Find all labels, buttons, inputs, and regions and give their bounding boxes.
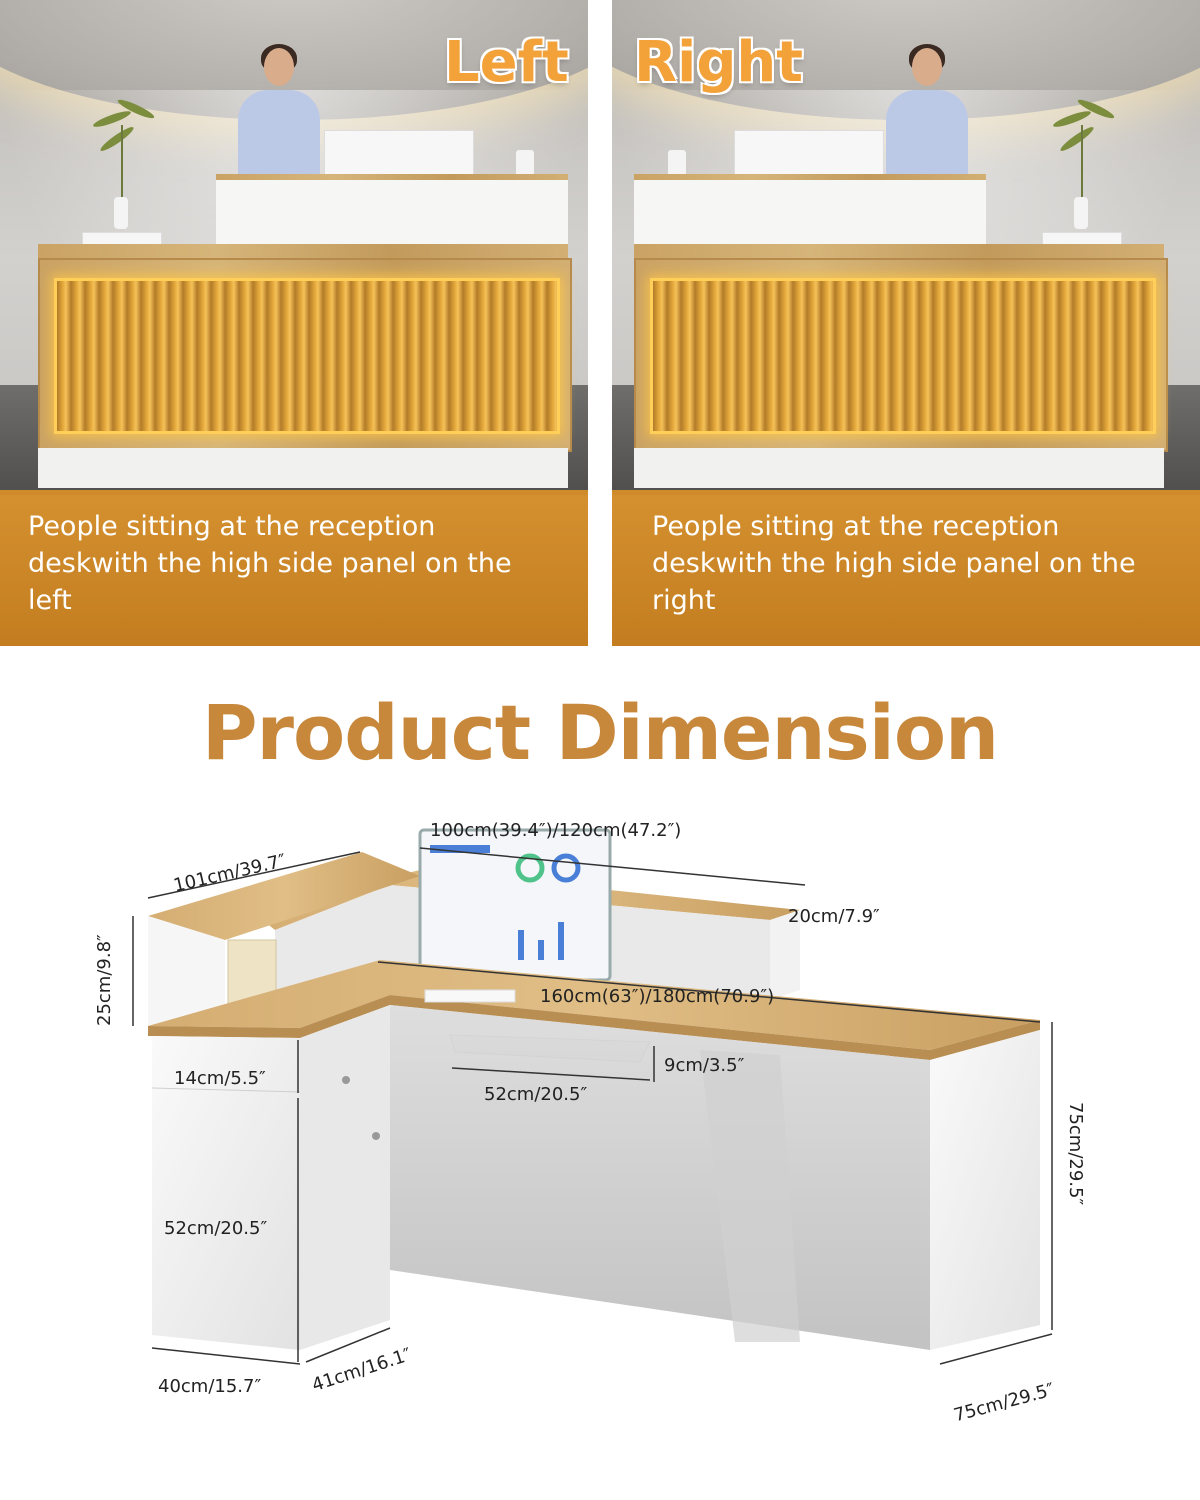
- label-cabinet-width: 40cm/15.7″: [158, 1376, 262, 1397]
- cabinet-front: [152, 1036, 300, 1350]
- dimline-keyboard-width: [451, 1067, 651, 1081]
- desk-base: [634, 448, 1164, 488]
- label-panel-depth: 20cm/7.9″: [788, 906, 880, 927]
- dimline-cabinet-width: [151, 1347, 301, 1365]
- caption-box: [0, 490, 588, 646]
- desk-front-panel: [38, 258, 572, 452]
- panel-title: Right: [634, 30, 804, 95]
- upper-counter-top: [216, 174, 568, 184]
- desk-front-glass: [390, 1005, 930, 1350]
- desk-top-edge: [148, 995, 1040, 1060]
- desk-top: [634, 244, 1164, 260]
- dimline-side-depth: [147, 851, 361, 899]
- dimline-cabinet-depth: [305, 1327, 391, 1363]
- dimline-desk-depth: [939, 1333, 1053, 1365]
- panel-title: Left: [444, 30, 569, 95]
- plant-decor: [91, 95, 156, 235]
- keyboard: [424, 989, 516, 1003]
- desk-front-panel: [634, 258, 1168, 452]
- receptionist-figure: [234, 44, 324, 176]
- led-lit-slats: [650, 278, 1156, 434]
- dimension-diagram: 100cm(39.4″)/120cm(47.2″) 101cm/39.7″ 20…: [0, 790, 1200, 1500]
- label-keyboard-height: 9cm/3.5″: [664, 1055, 745, 1076]
- diagonal-support: [700, 1050, 800, 1342]
- dimline-desk-width: [377, 961, 1041, 1023]
- panel-caption: People sitting at the reception deskwith…: [28, 511, 512, 616]
- scene-photo: [0, 0, 588, 646]
- label-raised-height: 25cm/9.8″: [94, 934, 115, 1026]
- lock-icon: [342, 1076, 350, 1084]
- upper-counter-top: [634, 174, 986, 184]
- right-leg-panel: [930, 1030, 1040, 1350]
- panel-caption: People sitting at the reception deskwith…: [652, 511, 1136, 616]
- label-desk-width: 160cm(63″)/180cm(70.9″): [540, 986, 775, 1007]
- label-drawer-height: 14cm/5.5″: [174, 1068, 266, 1089]
- left-raised-shelf: [148, 916, 225, 1030]
- left-raised-block-top: [148, 852, 420, 940]
- desk-top: [38, 244, 568, 260]
- panel-left: Left People sitting at the reception des…: [0, 0, 588, 646]
- plant-decor: [1051, 95, 1116, 235]
- right-raised-block: [770, 910, 800, 1000]
- label-cabinet-height: 52cm/20.5″: [164, 1218, 268, 1239]
- desk-diagram: [132, 828, 1053, 1365]
- scene-photo: [612, 0, 1200, 646]
- receptionist-figure: [882, 44, 972, 176]
- label-keyboard-width: 52cm/20.5″: [484, 1084, 588, 1105]
- label-desk-height: 75cm/29.5″: [1065, 1102, 1086, 1206]
- desk-base: [38, 448, 568, 488]
- desk-top: [148, 960, 1040, 1050]
- label-top-width: 100cm(39.4″)/120cm(47.2″): [430, 820, 682, 841]
- cabinet-side: [300, 1005, 390, 1350]
- caption-box: [612, 490, 1200, 646]
- dimension-title: Product Dimension: [201, 688, 999, 777]
- lock-icon: [372, 1132, 380, 1140]
- led-lit-slats: [54, 278, 560, 434]
- dimline-top-width: [419, 847, 806, 886]
- panel-right: Right People sitting at the reception de…: [612, 0, 1200, 646]
